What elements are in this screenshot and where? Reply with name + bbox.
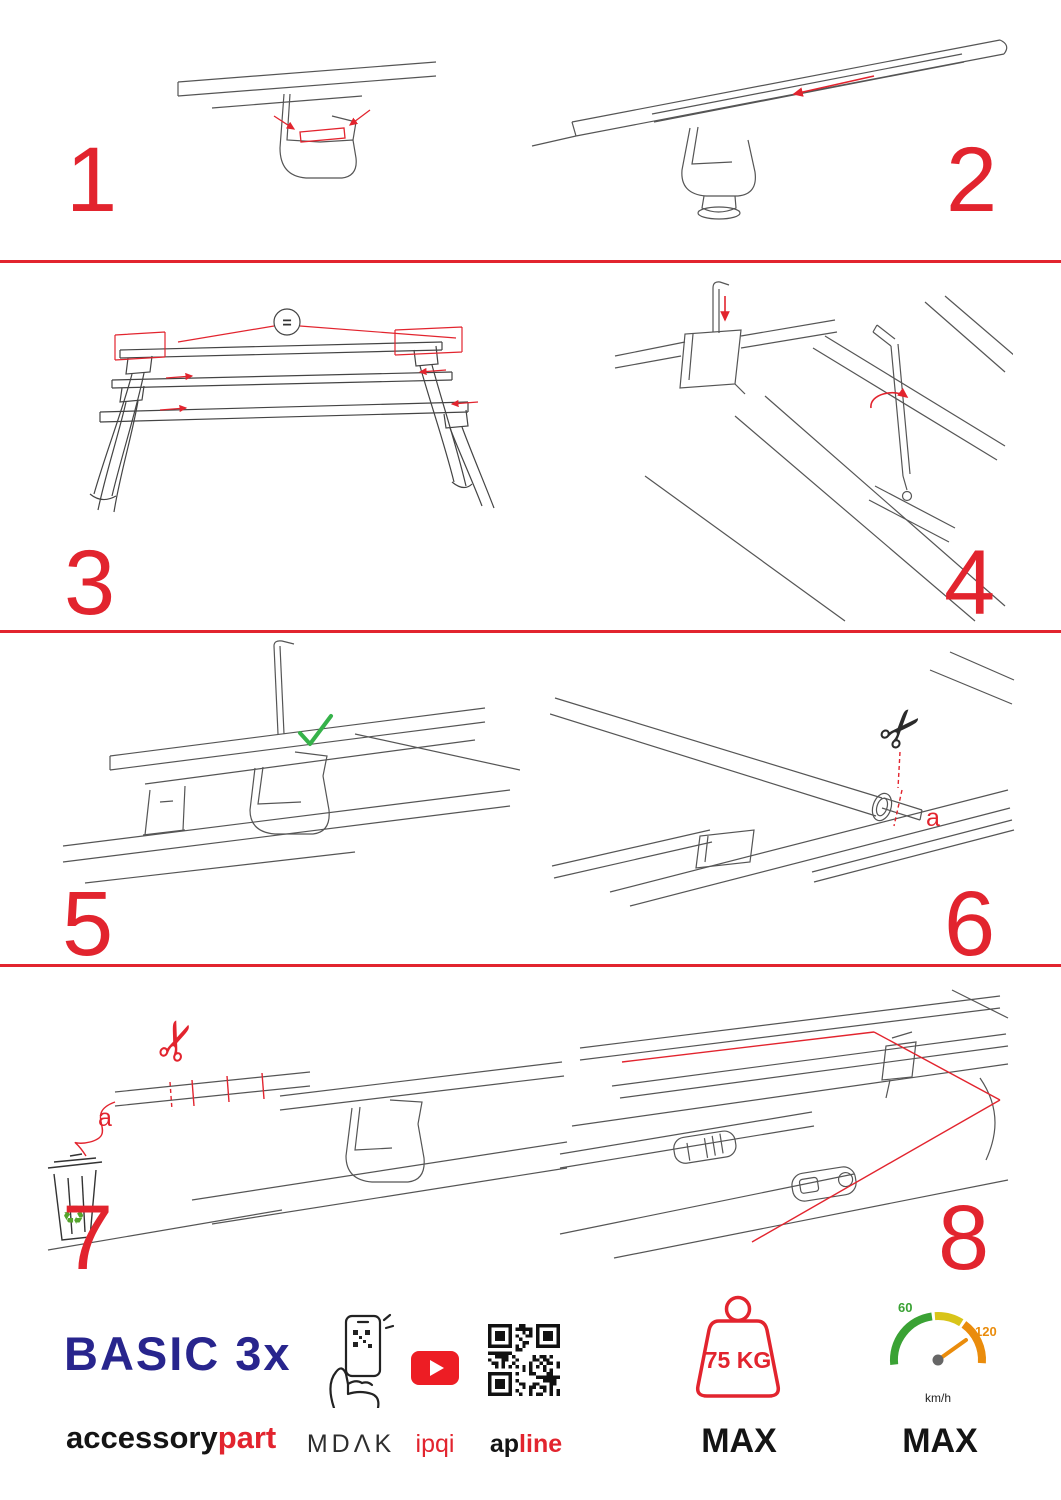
step-2-illustration [531,39,1008,220]
speed-high-label: 120 [975,1324,997,1339]
step-8-number: 8 [938,1187,990,1289]
step-1-illustration [177,61,437,179]
youtube-icon [411,1351,459,1385]
partner-mdak-label: MDΛK [306,1430,396,1458]
trash-bin-icon [47,1153,103,1241]
weight-limit-icon: 75 KG [695,1295,781,1398]
cut-point-label-a: a [926,804,940,832]
step-3-number: 3 [64,532,116,634]
step-5-illustration [62,640,520,884]
step-4-illustration [614,281,1013,622]
partner-apline-label: apline [478,1430,574,1459]
step-7-number: 7 [62,1187,114,1289]
step-4-number: 4 [944,532,996,634]
speed-max-label: MAX [902,1422,978,1460]
brand-logo: accessorypart [66,1420,276,1456]
step-2-number: 2 [946,129,998,231]
partner-ipqi-label: ipqi [415,1430,455,1458]
qr-code-icon [488,1324,560,1396]
section-divider-1 [0,260,1061,263]
speed-unit-label: km/h [925,1391,951,1405]
brand-logo-black: accessory [66,1420,218,1455]
step-3-illustration: = [89,308,495,513]
step-8-illustration [559,989,1009,1259]
step-1-number: 1 [66,129,118,231]
equal-spacing-badge: = [282,315,291,332]
scissors-icon: ✂ [865,693,939,766]
step-6-illustration: ✂ a [550,651,1015,907]
partner-apline-black: ap [489,1430,520,1458]
step-5-number: 5 [62,873,114,975]
recycle-icon: ♻ [62,1201,85,1231]
weight-max-label: MAX [701,1422,777,1460]
step-7-illustration: ♻ ✂ a [47,1011,568,1251]
discard-strip-label-a: a [98,1104,112,1132]
speed-low-label: 60 [898,1300,912,1315]
section-divider-3 [0,964,1061,967]
brand-logo-red: part [217,1420,277,1455]
checkmark-icon [298,714,333,746]
product-name: BASIC 3x [64,1327,292,1380]
section-divider-2 [0,630,1061,633]
partner-apline-red: line [519,1430,563,1458]
weight-limit-value: 75 KG [705,1347,771,1373]
step-6-number: 6 [944,873,996,975]
phone-scan-icon [329,1313,395,1408]
speedometer-icon: 60 120 km/h [889,1300,997,1405]
scissors-red-icon: ✂ [142,1011,213,1072]
